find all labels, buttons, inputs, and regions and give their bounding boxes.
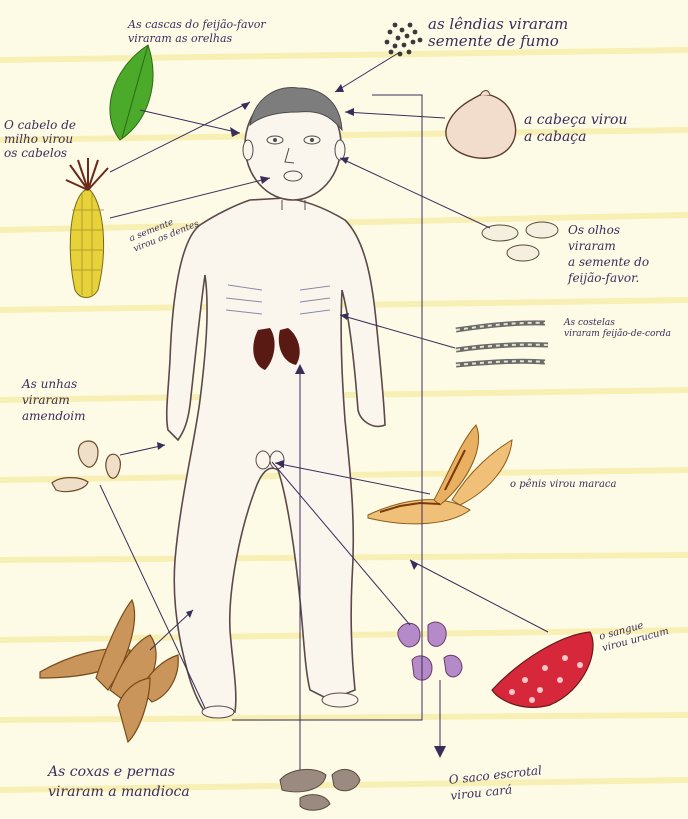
label-fava-husks: As cascas do feijão-favor viraram as ore… bbox=[128, 18, 328, 46]
label-penis: o pênis virou maraca bbox=[510, 478, 686, 492]
label-nits: as lêndias viraram semente de fumo bbox=[428, 16, 668, 50]
label-head: a cabeça virou a cabaça bbox=[524, 112, 684, 146]
label-corn-hair: O cabelo de milho virou os cabelos bbox=[4, 118, 114, 160]
label-thighs: As coxas e pernas viraram a mandioca bbox=[48, 762, 268, 802]
label-ribs: As costelas viraram feijão-de-corda bbox=[564, 318, 686, 340]
label-eyes: Os olhos viraram a semente do feijão-fav… bbox=[568, 222, 686, 286]
label-nails: As unhas viraram amendoim bbox=[22, 376, 132, 424]
